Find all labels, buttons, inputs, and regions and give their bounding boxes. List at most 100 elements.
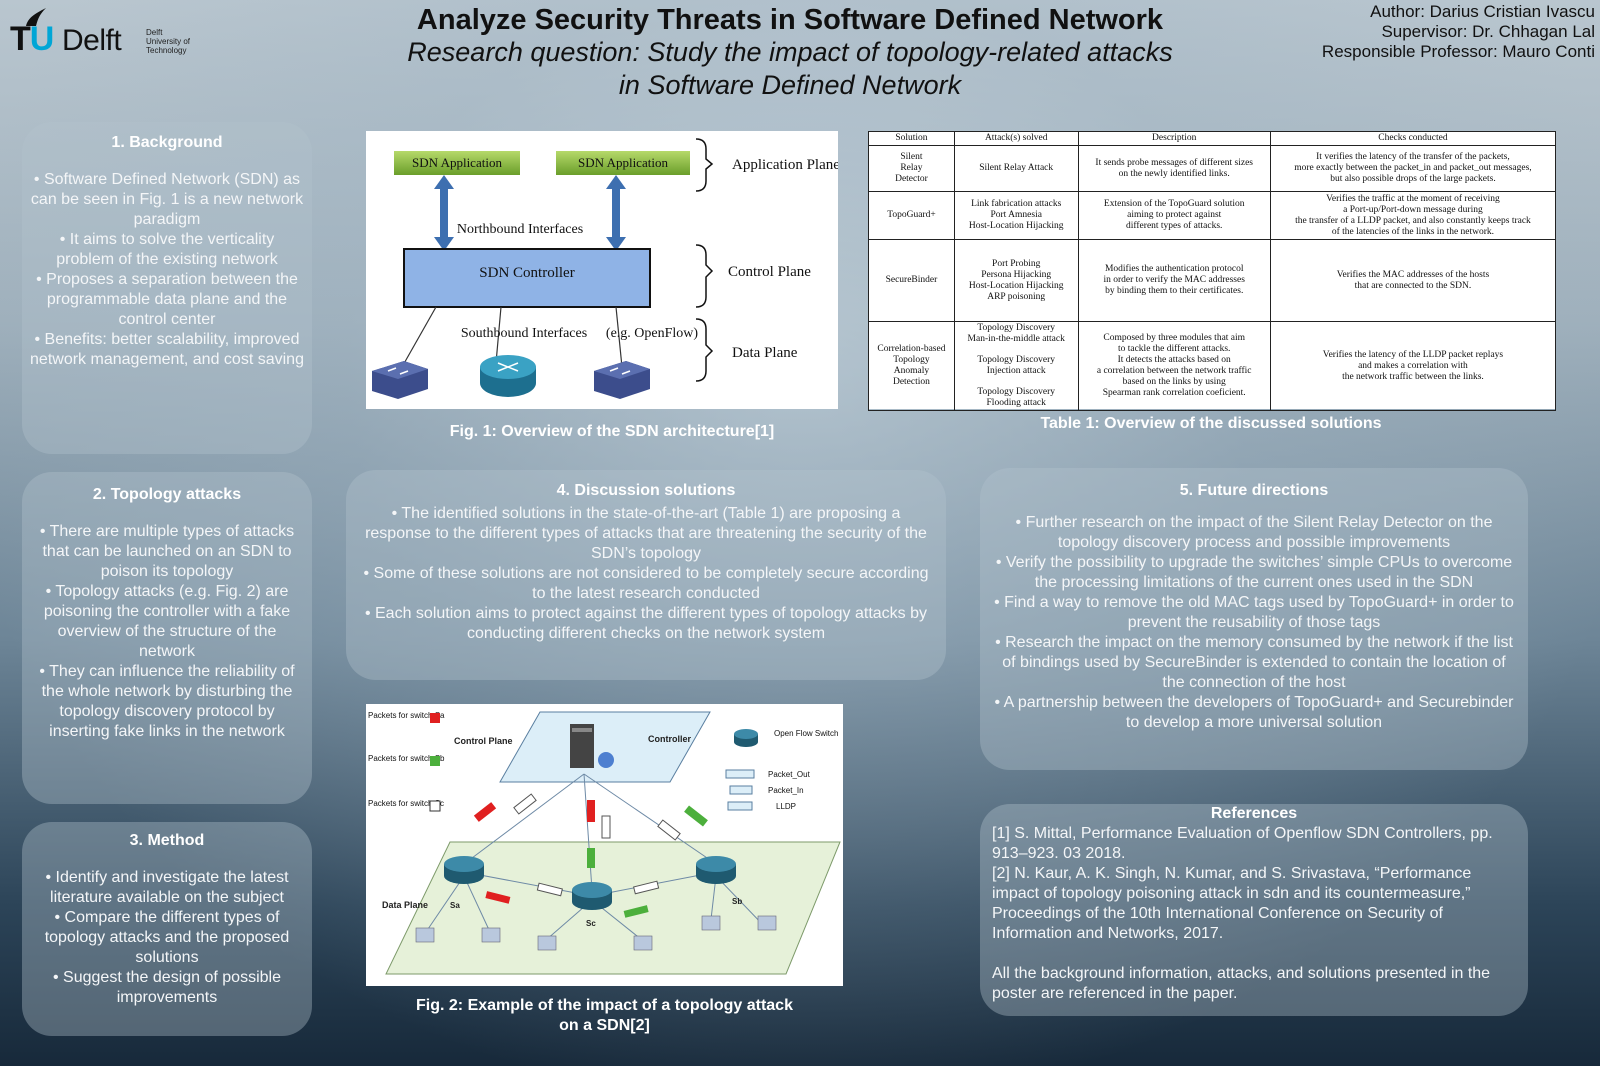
- list-item: Research the impact on the memory consum…: [994, 633, 1514, 693]
- column-header: Solution: [868, 131, 955, 146]
- list-item: Topology attacks (e.g. Fig. 2) are poiso…: [28, 582, 306, 662]
- section-heading: 2. Topology attacks: [92, 486, 242, 503]
- svg-text:Packet_Out: Packet_Out: [768, 770, 811, 779]
- author: Author: Darius Cristian Ivascu: [1370, 2, 1595, 21]
- list-item: Further research on the impact of the Si…: [994, 513, 1514, 553]
- svg-text:LLDP: LLDP: [776, 802, 796, 811]
- svg-text:Northbound Interfaces: Northbound Interfaces: [457, 222, 583, 237]
- host-icons: [415, 915, 777, 951]
- packet-in-legend: [729, 785, 753, 795]
- list-item: Find a way to remove the old MAC tags us…: [994, 593, 1514, 633]
- list-item: Suggest the design of possible improveme…: [28, 968, 306, 1008]
- svg-text:Sb: Sb: [732, 897, 742, 906]
- figure-2-caption: Fig. 2: Example of the impact of a topol…: [416, 997, 793, 1034]
- list-item: Some of these solutions are not consider…: [358, 564, 934, 604]
- logo-subtext: Delft University of Technology: [146, 28, 191, 55]
- tudelft-logo: TU Delft Delft University of Technology: [10, 6, 190, 58]
- legend-sa-swatch: [430, 713, 440, 723]
- figure-2-topology-attack: Packets for switch Sa Packets for switch…: [366, 704, 843, 986]
- packet-out-legend: [725, 769, 755, 779]
- lldp-legend: [727, 801, 753, 811]
- references-note: All the background information, attacks,…: [992, 965, 1491, 1002]
- bullet-list: Further research on the impact of the Si…: [994, 513, 1514, 733]
- svg-text:Data Plane: Data Plane: [732, 345, 798, 361]
- svg-text:Open Flow Switch: Open Flow Switch: [774, 729, 838, 738]
- list-item: There are multiple types of attacks that…: [28, 522, 306, 582]
- table-1-caption: Table 1: Overview of the discussed solut…: [1040, 415, 1382, 432]
- svg-text:SDN Application: SDN Application: [412, 155, 502, 170]
- list-item: Benefits: better scalability, improved n…: [30, 330, 304, 370]
- column-header: Checks conducted: [1269, 131, 1557, 146]
- list-item: Verify the possibility to upgrade the sw…: [994, 553, 1514, 593]
- router-icon: [480, 355, 536, 397]
- supervisor: Supervisor: Dr. Chhagan Lal: [1381, 22, 1595, 41]
- legend-sc-swatch: [429, 800, 441, 812]
- poster-title: Analyze Security Threats in Software Def…: [416, 4, 1164, 36]
- reference-1: [1] S. Mittal, Performance Evaluation of…: [992, 825, 1493, 862]
- svg-text:SDN Application: SDN Application: [578, 155, 668, 170]
- svg-text:Sa: Sa: [450, 901, 460, 910]
- table-1-solutions: Solution Attack(s) solved Description Ch…: [868, 131, 1557, 411]
- poster-subtitle: Research question: Study the impact of t…: [407, 37, 1173, 100]
- svg-text:Controller: Controller: [648, 734, 691, 744]
- list-item: They can influence the reliability of th…: [28, 662, 306, 742]
- list-item: The identified solutions in the state-of…: [358, 504, 934, 564]
- switch-sb-icon: [696, 856, 736, 884]
- switch-icon: [372, 361, 428, 399]
- authors-block: Author: Darius Cristian Ivascu Superviso…: [1322, 2, 1595, 62]
- sdn-app-box-1: [394, 151, 520, 175]
- svg-text:Packet_In: Packet_In: [768, 786, 804, 795]
- svg-text:SDN Controller: SDN Controller: [479, 265, 574, 281]
- future-directions-section: 5. Future directions Further research on…: [980, 468, 1528, 770]
- svg-text:(e.g. OpenFlow): (e.g. OpenFlow): [606, 326, 698, 341]
- table-header-row: Solution Attack(s) solved Description Ch…: [868, 131, 1557, 146]
- background-section: 1. Background Software Defined Network (…: [22, 122, 312, 454]
- sdn-app-box-2: [556, 151, 690, 175]
- list-item: Compare the different types of topology …: [28, 908, 306, 968]
- reference-2: [2] N. Kaur, A. K. Singh, N. Kumar, and …: [992, 865, 1472, 942]
- sdn-controller-box: [403, 248, 651, 308]
- legend-sb-swatch: [430, 756, 440, 766]
- method-section: 3. Method Identify and investigate the l…: [22, 822, 312, 1036]
- switch-sa-icon: [444, 856, 484, 884]
- bullet-list: The identified solutions in the state-of…: [358, 504, 934, 644]
- control-plane-area: [499, 711, 711, 783]
- openflow-switch-legend-icon: [734, 729, 758, 747]
- section-heading: 3. Method: [129, 832, 205, 849]
- bullet-list: There are multiple types of attacks that…: [28, 522, 306, 742]
- references-section: References [1] S. Mittal, Performance Ev…: [980, 804, 1528, 1016]
- column-header: Description: [1077, 131, 1271, 146]
- section-heading: 5. Future directions: [1179, 482, 1329, 499]
- network-links: [425, 773, 767, 941]
- southbound-lines: [401, 306, 623, 368]
- svg-text:Application Plane: Application Plane: [732, 157, 838, 173]
- logo-u: U: [29, 20, 55, 58]
- svg-text:Packets for switch Sa: Packets for switch Sa: [368, 711, 445, 720]
- svg-text:Southbound Interfaces: Southbound Interfaces: [461, 326, 587, 341]
- northbound-arrows: [434, 175, 626, 251]
- figure-1-sdn-architecture: SDN Application SDN Application Applicat…: [366, 131, 840, 409]
- svg-text:Packets for switch Sb: Packets for switch Sb: [368, 754, 445, 763]
- list-item: It aims to solve the verticality problem…: [30, 230, 304, 270]
- figure-1-caption: Fig. 1: Overview of the SDN architecture…: [449, 423, 775, 440]
- section-heading: 1. Background: [111, 134, 223, 151]
- sdn-architecture-diagram: SDN Application SDN Application Applicat…: [372, 138, 840, 399]
- flame-icon: [26, 8, 46, 26]
- svg-text:Packets for switch Sc: Packets for switch Sc: [368, 799, 444, 808]
- packet-icons: [473, 793, 708, 918]
- column-header: Attack(s) solved: [953, 131, 1079, 146]
- svg-text:Control Plane: Control Plane: [728, 264, 811, 280]
- section-heading: 4. Discussion solutions: [556, 482, 736, 499]
- topology-attack-diagram: Packets for switch Sa Packets for switch…: [368, 711, 841, 975]
- solutions-table: Solution Attack(s) solved Description Ch…: [868, 131, 1557, 411]
- bullet-list: Identify and investigate the latest lite…: [28, 868, 306, 1008]
- svg-text:Control Plane: Control Plane: [454, 736, 513, 746]
- switch-sc-icon: [572, 882, 612, 910]
- list-item: Proposes a separation between the progra…: [30, 270, 304, 330]
- logo-delft: Delft: [62, 24, 122, 57]
- topology-attacks-section: 2. Topology attacks There are multiple t…: [22, 472, 312, 804]
